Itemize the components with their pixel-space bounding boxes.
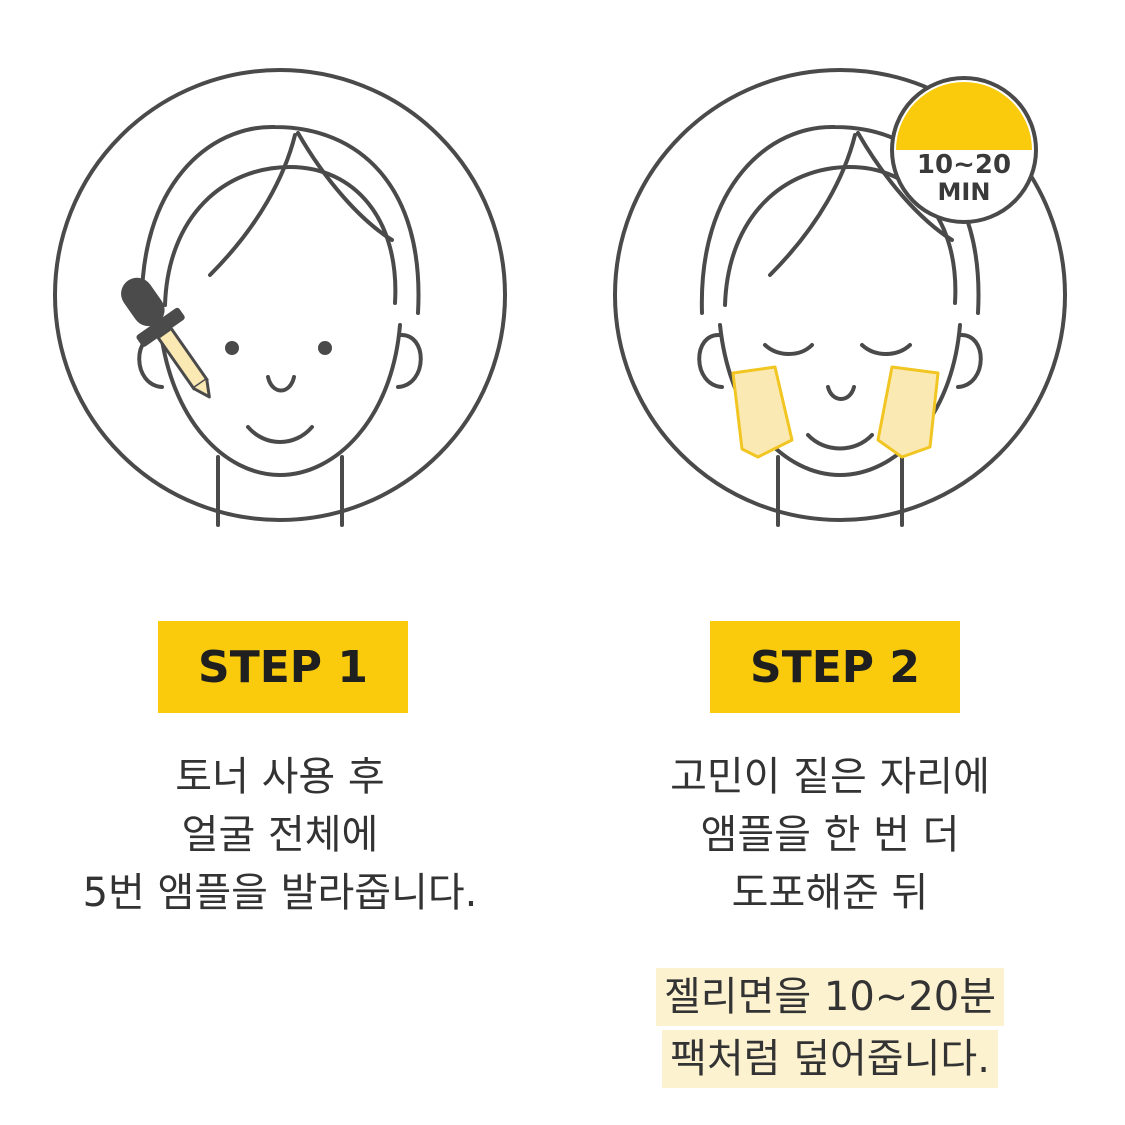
step2-description: 고민이 짙은 자리에 앰플을 한 번 더 도포해준 뒤 bbox=[570, 748, 1090, 922]
face-with-dropper-icon bbox=[53, 68, 507, 527]
step1-line: 얼굴 전체에 bbox=[181, 812, 379, 858]
timer-unit: MIN bbox=[938, 178, 991, 206]
step1-line: 토너 사용 후 bbox=[175, 754, 385, 800]
timer-icon: 10~20 MIN bbox=[890, 76, 1038, 224]
step2-badge: STEP 2 bbox=[710, 621, 960, 713]
highlight-line: 팩처럼 덮어줍니다. bbox=[662, 1030, 998, 1088]
step1-description: 토너 사용 후 얼굴 전체에 5번 앰플을 발라줍니다. bbox=[20, 748, 540, 922]
step2-highlight: 젤리면을 10~20분 팩처럼 덮어줍니다. bbox=[570, 968, 1090, 1092]
face-with-patches-icon: 10~20 MIN bbox=[613, 68, 1067, 527]
step2-line: 도포해준 뒤 bbox=[731, 870, 929, 916]
step2-line: 앰플을 한 번 더 bbox=[700, 812, 960, 858]
timer-value: 10~20 bbox=[917, 150, 1011, 180]
step1-line: 5번 앰플을 발라줍니다. bbox=[82, 870, 478, 916]
step1-badge: STEP 1 bbox=[158, 621, 408, 713]
step2-line: 고민이 짙은 자리에 bbox=[670, 754, 990, 800]
highlight-line: 젤리면을 10~20분 bbox=[655, 968, 1005, 1026]
